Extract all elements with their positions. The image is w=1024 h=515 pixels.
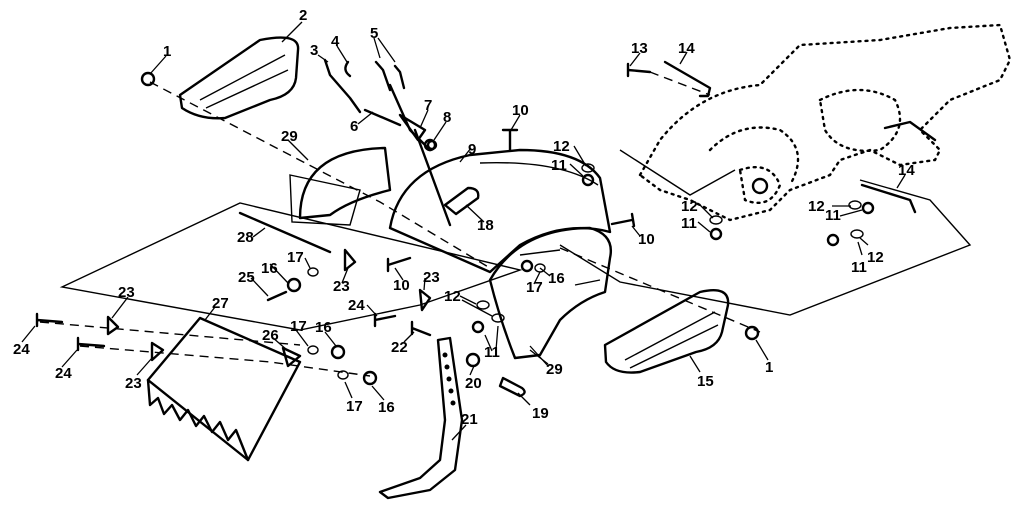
- callout-24-c: 24: [348, 297, 365, 314]
- bolt-line-lower: [79, 345, 371, 377]
- callout-22: 22: [391, 339, 408, 356]
- callout-14-top: 14: [678, 40, 695, 57]
- callout-11-e: 11: [484, 344, 500, 361]
- callout-16-b: 16: [315, 319, 332, 336]
- callout-12-c: 12: [808, 198, 825, 215]
- nut-8: [426, 139, 438, 151]
- callout-14-right: 14: [898, 162, 915, 179]
- nut-11-c: [861, 201, 875, 215]
- callout-12-a: 12: [553, 138, 570, 155]
- callout-29-left: 29: [281, 128, 298, 145]
- leader-lines: [21, 21, 906, 441]
- upper-plane-outline: [289, 174, 361, 226]
- frame-bracket-upper: [663, 60, 712, 98]
- frame-plane-outline: [619, 149, 736, 196]
- callout-19: 19: [532, 405, 549, 422]
- callout-23-a: 23: [118, 284, 135, 301]
- callout-11-c: 11: [825, 207, 841, 224]
- callout-12-e: 12: [444, 288, 461, 305]
- callout-10-top: 10: [512, 102, 529, 119]
- nut-16-c: [362, 370, 378, 386]
- callout-labels: 1 2 3 4 5 6 7 8 9 10 10 10 11 11 11 11 1…: [13, 7, 915, 428]
- bolts: [35, 62, 652, 352]
- callout-18: 18: [477, 217, 494, 234]
- bolt-line-13: [649, 71, 711, 96]
- callout-25: 25: [238, 269, 255, 286]
- callout-15: 15: [697, 373, 714, 390]
- reference-lines: [39, 71, 972, 377]
- callout-7: 7: [424, 97, 432, 114]
- nut-11-d: [826, 233, 840, 247]
- right-side-shield: [603, 288, 730, 374]
- callout-6: 6: [350, 118, 358, 135]
- left-plane-outline: [59, 202, 523, 331]
- callout-17-d: 17: [526, 279, 543, 296]
- callout-23-c: 23: [333, 278, 350, 295]
- callout-4: 4: [331, 33, 340, 50]
- nut-16-a: [286, 277, 302, 293]
- callout-24-b: 24: [55, 365, 72, 382]
- depth-stake: [378, 336, 464, 500]
- callout-10-left: 10: [393, 277, 410, 294]
- callout-9: 9: [468, 141, 476, 158]
- tine-hood: [388, 148, 612, 274]
- callout-10-right: 10: [638, 231, 655, 248]
- drag-plate: [146, 316, 302, 462]
- callout-11-d: 11: [851, 259, 867, 276]
- callout-24-a: 24: [13, 341, 30, 358]
- brackets: [106, 248, 432, 368]
- nut-11-b: [709, 227, 723, 241]
- flap-rod: [238, 211, 332, 254]
- callout-5: 5: [370, 25, 378, 42]
- nut-16-b: [330, 344, 346, 360]
- callout-28: 28: [237, 229, 254, 246]
- callout-1-left: 1: [163, 43, 171, 60]
- bolt-line-upper: [39, 321, 301, 346]
- callout-8: 8: [443, 109, 451, 126]
- callout-23-b: 23: [125, 375, 142, 392]
- hex-nuts: [140, 71, 875, 386]
- callout-12-d: 12: [867, 249, 884, 266]
- right-plane-outline: [559, 179, 972, 316]
- frame-bracket-right: [860, 183, 917, 214]
- callout-16-d: 16: [548, 270, 565, 287]
- nut-1-left: [140, 71, 156, 87]
- nut-1-right: [744, 325, 760, 341]
- callout-21: 21: [461, 411, 478, 428]
- hood-flap-left: [298, 146, 392, 220]
- callout-2: 2: [299, 7, 307, 24]
- nut-11-e: [471, 320, 485, 334]
- callout-23-d: 23: [423, 269, 440, 286]
- callout-3: 3: [310, 42, 318, 59]
- right-axis-line: [559, 247, 761, 333]
- callout-26: 26: [262, 327, 279, 344]
- callout-13: 13: [631, 40, 648, 57]
- callout-11-b: 11: [681, 215, 697, 232]
- callout-27: 27: [212, 295, 229, 312]
- callout-29-right: 29: [546, 361, 563, 378]
- callout-16-c: 16: [378, 399, 395, 416]
- callout-16-a: 16: [261, 260, 278, 277]
- hood-flap-right: [488, 226, 612, 360]
- nut-16-d: [520, 259, 534, 273]
- left-axis-line: [149, 81, 491, 269]
- callout-11-a: 11: [551, 157, 567, 174]
- nut-11-a: [581, 173, 595, 187]
- callout-20: 20: [465, 375, 482, 392]
- control-linkage: [323, 58, 452, 227]
- nut-20: [465, 352, 481, 368]
- stake-pin: [498, 376, 526, 398]
- left-side-shield: [178, 36, 300, 120]
- callout-17-a: 17: [287, 249, 304, 266]
- callout-17-c: 17: [346, 398, 363, 415]
- callout-1-right: 1: [765, 359, 773, 376]
- callout-17-b: 17: [290, 318, 307, 335]
- transmission-frame: [638, 23, 1012, 222]
- callout-12-b: 12: [681, 198, 698, 215]
- hood-latch: [443, 186, 480, 216]
